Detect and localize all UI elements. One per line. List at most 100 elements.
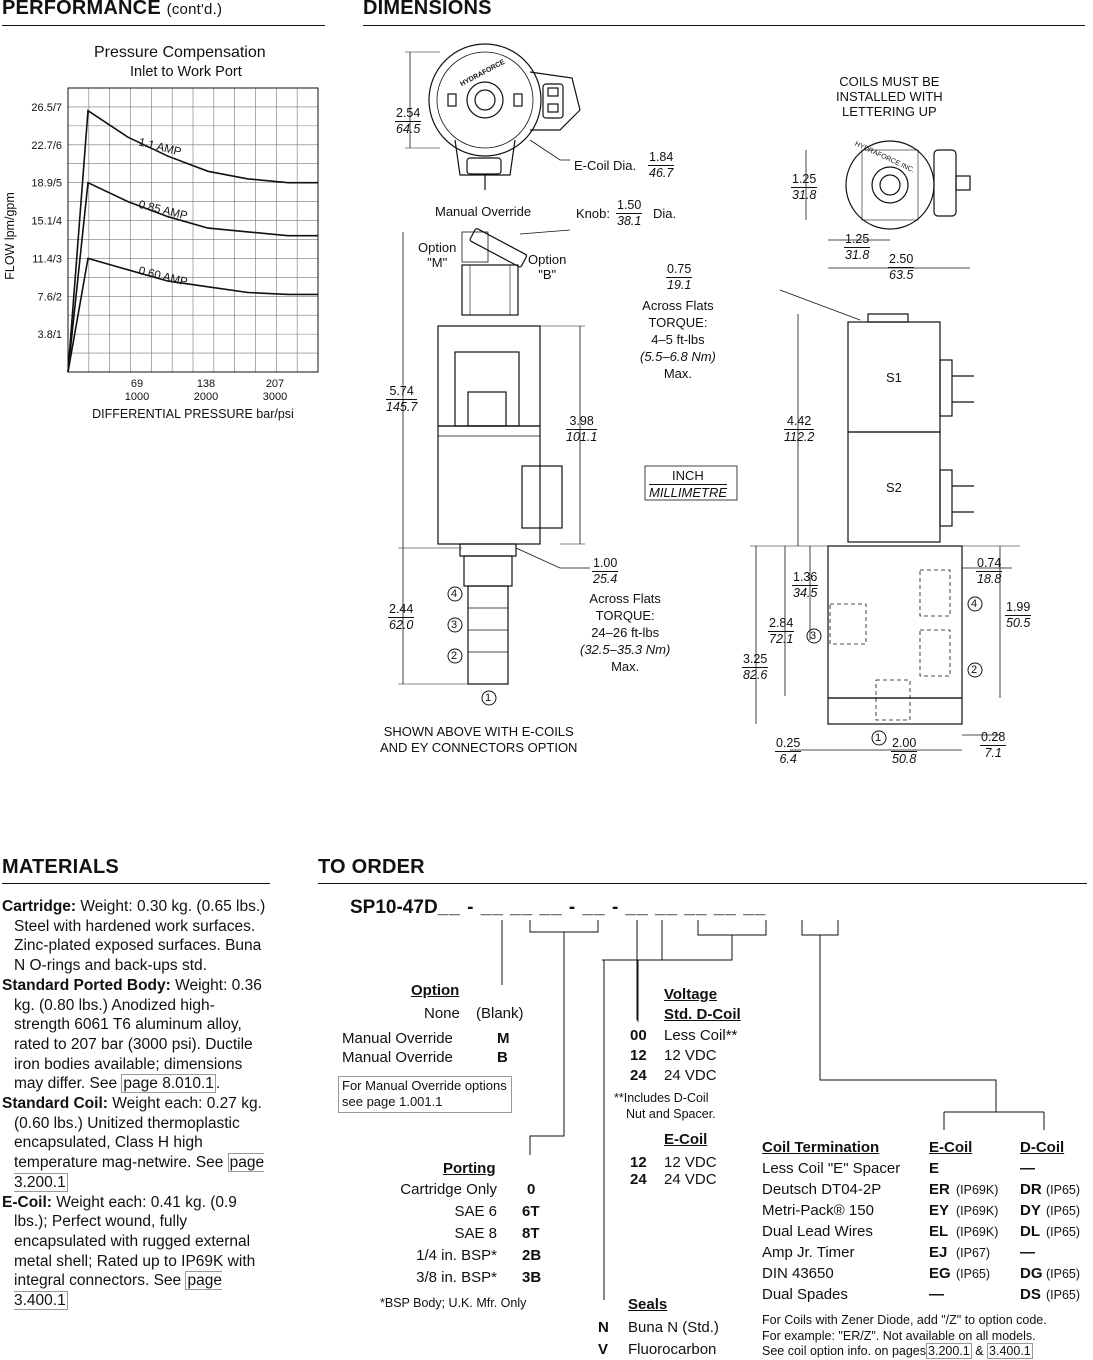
termination-cell: Dual Spades bbox=[762, 1285, 848, 1305]
option-row-2-code: M bbox=[497, 1029, 510, 1049]
termination-cell: DG bbox=[1020, 1264, 1043, 1284]
porting-note: *BSP Body; U.K. Mfr. Only bbox=[380, 1296, 526, 1311]
model-code: SP10-47D__ - __ __ __ - __ - __ __ __ __… bbox=[350, 898, 766, 918]
termination-cell: — bbox=[1020, 1243, 1035, 1263]
option-header: Option bbox=[411, 982, 459, 999]
termination-ecoil-header: E-Coil bbox=[929, 1139, 972, 1156]
termination-cell: DR bbox=[1020, 1180, 1042, 1200]
materials-rule bbox=[2, 883, 270, 884]
termination-cell: Amp Jr. Timer bbox=[762, 1243, 855, 1263]
seal-code-v: V bbox=[598, 1340, 608, 1360]
termination-cell: DY bbox=[1020, 1201, 1041, 1221]
termination-cell: (IP65) bbox=[1046, 1264, 1080, 1284]
body-page-link[interactable]: page 8.010.1 bbox=[121, 1074, 216, 1093]
materials-coil: Standard Coil: Weight each: 0.27 kg. (0.… bbox=[2, 1094, 270, 1193]
termination-cell: (IP65) bbox=[1046, 1285, 1080, 1305]
option-row-3-code: B bbox=[497, 1048, 508, 1068]
termination-cell: (IP69K) bbox=[956, 1180, 998, 1200]
termination-cell: ER bbox=[929, 1180, 950, 1200]
seal-desc-n: Buna N (Std.) bbox=[628, 1318, 719, 1338]
seal-desc-v: Fluorocarbon bbox=[628, 1340, 716, 1360]
option-row-1-code: (Blank) bbox=[476, 1004, 524, 1024]
option-row-3: Manual Override bbox=[342, 1048, 453, 1068]
termination-dcoil-header: D-Coil bbox=[1020, 1139, 1064, 1156]
ecoil-row-2: 24 bbox=[630, 1170, 647, 1190]
unit-inch: INCH bbox=[672, 468, 704, 483]
termination-table: Less Coil "E" Spacer E — Deutsch DT04-2P ER (… bbox=[762, 1159, 1092, 1306]
termination-cell: E bbox=[929, 1159, 939, 1179]
porting-row: 3/8 in. BSP*3B bbox=[380, 1268, 550, 1290]
voltage-row-3-desc: 24 VDC bbox=[664, 1066, 717, 1086]
termination-cell: DL bbox=[1020, 1222, 1040, 1242]
s1-label: S1 bbox=[886, 370, 902, 385]
port-3-right: 3 bbox=[810, 629, 816, 644]
zener-page-link-1[interactable]: 3.200.1 bbox=[926, 1343, 972, 1359]
ecoil-dia-label: E-Coil Dia. bbox=[574, 158, 636, 173]
port-markers bbox=[448, 587, 982, 745]
termination-cell: DIN 43650 bbox=[762, 1264, 834, 1284]
s2-label: S2 bbox=[886, 480, 902, 495]
termination-cell: (IP65) bbox=[956, 1264, 990, 1284]
voltage-row-2-desc: 12 VDC bbox=[664, 1046, 717, 1066]
port-1-right: 1 bbox=[875, 731, 881, 746]
voltage-row-1-desc: Less Coil** bbox=[664, 1026, 737, 1046]
valve-front-view bbox=[438, 228, 562, 684]
port-2-right: 2 bbox=[971, 663, 977, 678]
termination-cell: (IP69K) bbox=[956, 1222, 998, 1242]
termination-cell: Less Coil "E" Spacer bbox=[762, 1159, 900, 1179]
termination-cell: (IP65) bbox=[1046, 1222, 1080, 1242]
seals-header: Seals bbox=[628, 1296, 667, 1313]
port-4-left: 4 bbox=[451, 587, 457, 602]
termination-row: Dual Lead Wires EL (IP69K) DL (IP65) bbox=[762, 1222, 1092, 1243]
unit-mm: MILLIMETRE bbox=[649, 484, 727, 500]
port-4-right: 4 bbox=[971, 597, 977, 612]
option-row-2: Manual Override bbox=[342, 1029, 453, 1049]
materials-text: Cartridge: Weight: 0.30 kg. (0.65 lbs.) … bbox=[2, 897, 270, 1311]
knob-label: Knob: bbox=[576, 206, 610, 221]
termination-cell: EY bbox=[929, 1201, 949, 1221]
termination-cell: (IP69K) bbox=[956, 1201, 998, 1221]
termination-note: For Coils with Zener Diode, add "/Z" to … bbox=[762, 1313, 1047, 1360]
termination-cell: (IP65) bbox=[1046, 1180, 1080, 1200]
port-1-left: 1 bbox=[485, 691, 491, 706]
porting-header: Porting bbox=[443, 1160, 496, 1177]
termination-cell: DS bbox=[1020, 1285, 1041, 1305]
termination-cell: EL bbox=[929, 1222, 948, 1242]
materials-body: Standard Ported Body: Weight: 0.36 kg. (… bbox=[2, 976, 270, 1094]
option-row-1: None bbox=[424, 1004, 460, 1024]
termination-header: Coil Termination bbox=[762, 1139, 879, 1156]
materials-ecoil: E-Coil: Weight each: 0.41 kg. (0.9 lbs.)… bbox=[2, 1193, 270, 1311]
voltage-row-1: 00 bbox=[630, 1026, 647, 1046]
dia-label: Dia. bbox=[653, 206, 676, 221]
termination-cell: Deutsch DT04-2P bbox=[762, 1180, 881, 1200]
voltage-row-2: 12 bbox=[630, 1046, 647, 1066]
zener-page-link-2[interactable]: 3.400.1 bbox=[987, 1343, 1033, 1359]
voltage-row-3: 24 bbox=[630, 1066, 647, 1086]
termination-cell: Dual Lead Wires bbox=[762, 1222, 873, 1242]
